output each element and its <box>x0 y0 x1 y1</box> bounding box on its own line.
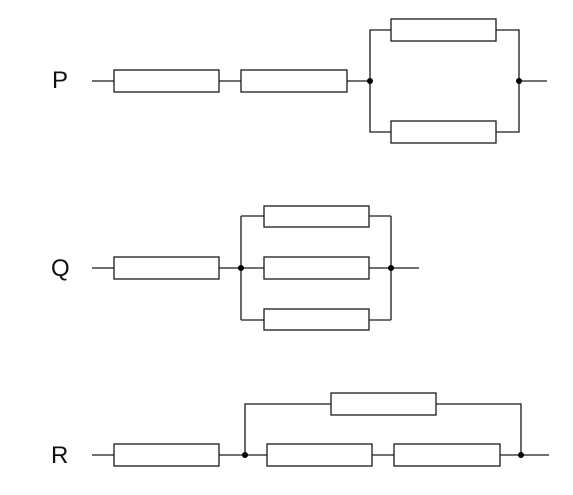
r-resistor-series <box>113 443 220 467</box>
circuit-r-label: R <box>51 442 68 469</box>
p-branch-bottom-right-wire <box>496 81 520 133</box>
q-resistor-parallel-bottom <box>263 308 370 331</box>
q-resistor-series <box>113 256 220 280</box>
r-junction-node-right <box>518 452 524 458</box>
circuit-p-label: P <box>52 67 68 94</box>
r-resistor-bottom-1 <box>266 443 373 467</box>
p-junction-node-left <box>367 78 373 84</box>
r-resistor-bottom-2 <box>393 443 501 467</box>
circuit-r: R <box>51 392 549 469</box>
q-junction-node-right <box>388 265 394 271</box>
p-resistor-parallel-top <box>390 18 497 42</box>
q-resistor-parallel-middle <box>263 256 370 280</box>
r-junction-node-left <box>242 452 248 458</box>
r-top-branch-right-wire <box>436 403 522 455</box>
r-top-branch-left-wire <box>244 403 331 455</box>
p-branch-bottom-left-wire <box>369 81 391 133</box>
p-branch-top-left-wire <box>369 29 391 81</box>
r-resistor-parallel-top <box>330 392 437 416</box>
p-resistor-series-1 <box>113 69 220 93</box>
p-branch-top-right-wire <box>496 29 520 81</box>
q-junction-node-left <box>238 265 244 271</box>
p-resistor-parallel-bottom <box>390 120 497 144</box>
circuit-q: Q <box>51 205 419 331</box>
circuit-p: P <box>52 18 547 144</box>
p-resistor-series-2 <box>240 69 348 93</box>
p-junction-node-right <box>516 78 522 84</box>
q-resistor-parallel-top <box>263 205 370 228</box>
circuit-q-label: Q <box>51 255 70 282</box>
